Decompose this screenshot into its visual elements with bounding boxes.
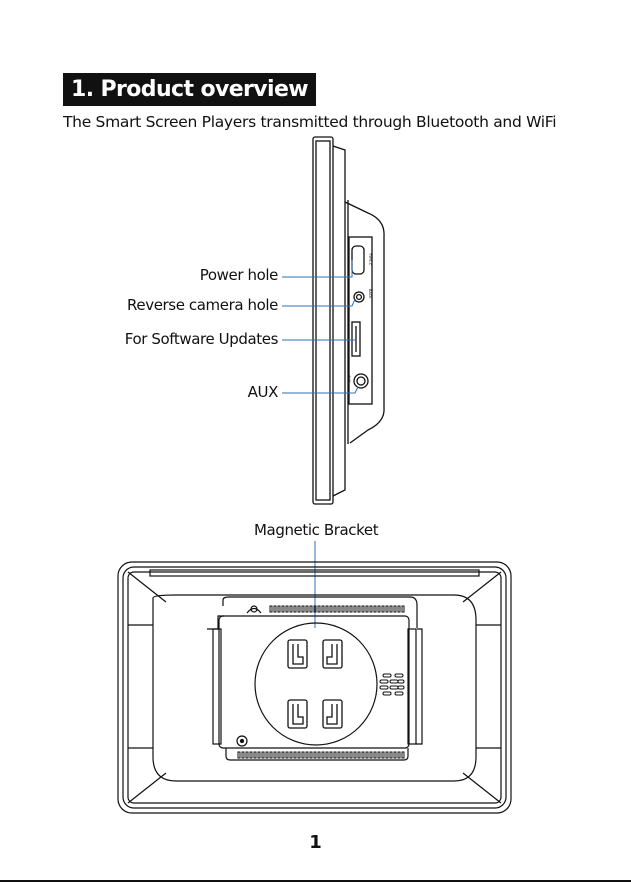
callout-lines [282, 260, 358, 628]
port-label-aux: AUX [347, 375, 351, 383]
magnetic-bracket-label: Magnetic Bracket [254, 521, 378, 539]
device-side-view [313, 137, 384, 504]
callout-aux: AUX [200, 383, 278, 401]
speaker-grille [380, 674, 404, 695]
page-number: 1 [0, 832, 631, 853]
vent-top [270, 606, 404, 612]
bracket-slots [288, 640, 342, 728]
port-label-camera: BACK [368, 289, 372, 299]
callout-software-updates: For Software Updates [90, 330, 278, 348]
callout-power-hole: Power hole [150, 266, 278, 284]
vent-bottom [238, 752, 404, 758]
port-label-power: TYPE-C [368, 252, 372, 266]
callout-reverse-camera-hole: Reverse camera hole [100, 296, 278, 314]
bottom-rule [0, 880, 631, 882]
